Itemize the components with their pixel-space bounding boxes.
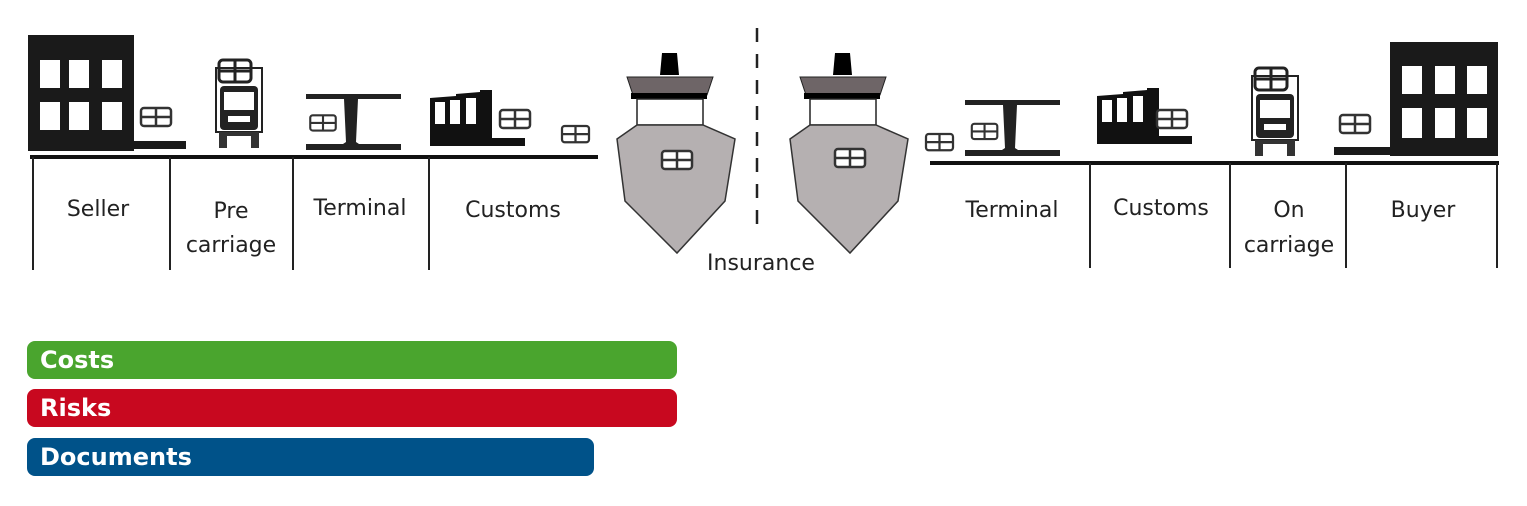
documents-bar: Documents [27,438,594,476]
cargo-box-icon [924,132,955,152]
truck-icon [214,58,264,150]
stage-label-on-carriage-line2: carriage [1244,233,1334,258]
stage-label-customs-origin: Customs [465,198,561,223]
stage-label-on-carriage-line1: On [1273,198,1304,223]
customs-building-icon [1097,88,1192,144]
costs-label: Costs [40,346,115,374]
ship-icon [616,52,736,254]
stage-label-buyer: Buyer [1391,198,1457,223]
terminal-crane-icon [965,100,1060,156]
stage-label-terminal-origin: Terminal [313,196,407,221]
documents-label: Documents [40,443,192,471]
stage-label-customs-destination: Customs [1113,196,1209,221]
cargo-box-icon [560,124,591,144]
costs-bar: Costs [27,341,677,379]
terminal-crane-icon [306,94,401,150]
risks-label: Risks [40,394,112,422]
left-dividers [32,157,430,270]
stage-label-pre-carriage-line1: Pre [214,199,249,224]
office-building-icon [1334,42,1498,156]
stage-label-seller: Seller [67,197,130,222]
incoterms-diagram: Seller Pre carriage Terminal Customs Ins… [28,28,1499,276]
stage-label-pre-carriage-line2: carriage [186,233,276,258]
right-dividers [1089,163,1498,268]
truck-icon [1250,66,1300,158]
office-building-icon [28,35,186,151]
insurance-label: Insurance [707,251,815,276]
risks-bar: Risks [27,389,677,427]
ship-icon [789,52,909,254]
customs-building-icon [430,90,532,146]
stage-label-terminal-destination: Terminal [965,198,1059,223]
